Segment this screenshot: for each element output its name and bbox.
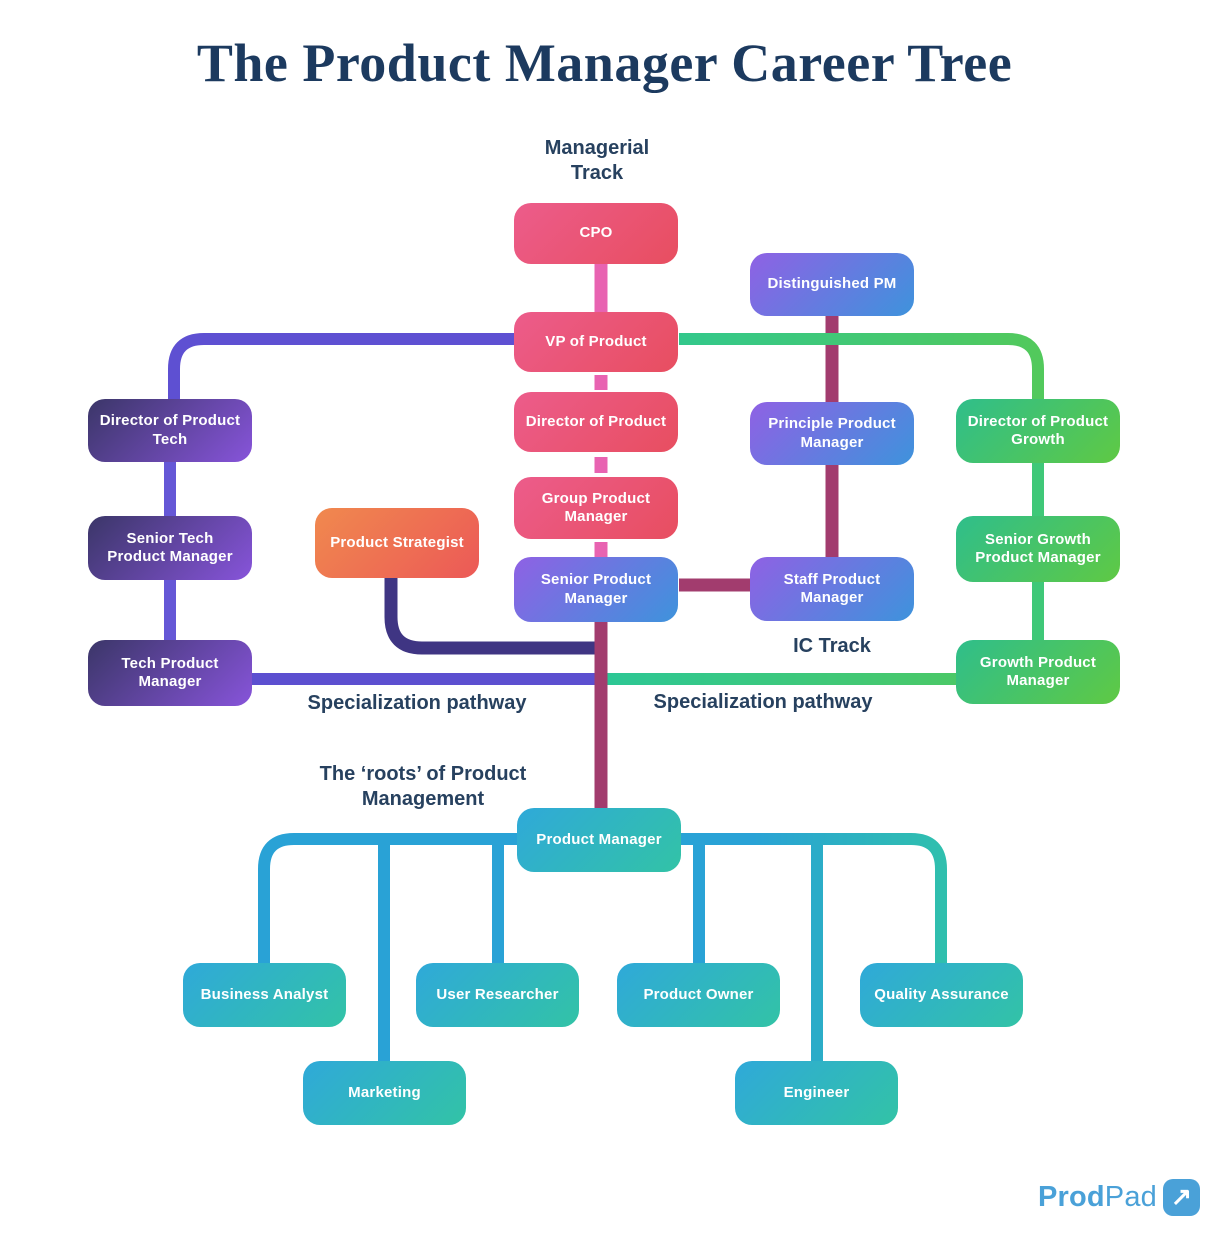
- node-director-of-product-tech: Director of Product Tech: [88, 399, 252, 462]
- arrow-up-right-icon: ↗: [1163, 1178, 1200, 1216]
- logo-prod-text: Prod: [1037, 1180, 1105, 1213]
- node-group-product-manager: Group Product Manager: [514, 477, 678, 539]
- node-distinguished-pm: Distinguished PM: [750, 253, 914, 316]
- specialization-pathway-right-label: Specialization pathway: [653, 691, 873, 713]
- specialization-pathway-left-label: Specialization pathway: [307, 692, 527, 714]
- node-product-manager: Product Manager: [517, 808, 681, 872]
- node-engineer: Engineer: [735, 1061, 898, 1125]
- prodpad-logo: ProdPad ↗: [1020, 1176, 1200, 1218]
- node-director-of-product: Director of Product: [514, 392, 678, 452]
- page-title: The Product Manager Career Tree: [196, 33, 1013, 93]
- roots-label: The ‘roots’ of Product Management: [319, 763, 527, 810]
- connector-strategist: [384, 576, 596, 655]
- connector-vp-tech-branch: [168, 333, 515, 401]
- node-user-researcher: User Researcher: [416, 963, 579, 1027]
- logo-pad-text: Pad: [1104, 1180, 1157, 1213]
- connector-vp-growth-branch: [679, 333, 1044, 401]
- prodpad-wordmark: ProdPad: [1038, 1181, 1157, 1214]
- arrow-glyph: ↗: [1171, 1182, 1192, 1211]
- node-senior-product-manager: Senior Product Manager: [514, 557, 678, 622]
- node-senior-tech-product-manager: Senior Tech Product Manager: [88, 516, 252, 580]
- node-senior-growth-product-manager: Senior Growth Product Manager: [956, 516, 1120, 582]
- node-marketing: Marketing: [303, 1061, 466, 1125]
- node-vp-of-product: VP of Product: [514, 312, 678, 372]
- managerial-track-label: Managerial Track: [544, 137, 650, 184]
- node-product-owner: Product Owner: [617, 963, 780, 1027]
- node-cpo: CPO: [514, 203, 678, 264]
- node-quality-assurance: Quality Assurance: [860, 963, 1023, 1027]
- node-business-analyst: Business Analyst: [183, 963, 346, 1027]
- node-tech-product-manager: Tech Product Manager: [88, 640, 252, 706]
- node-growth-product-manager: Growth Product Manager: [956, 640, 1120, 704]
- ic-track-label: IC Track: [793, 635, 871, 657]
- node-staff-product-manager: Staff Product Manager: [750, 557, 914, 621]
- node-director-of-product-growth: Director of Product Growth: [956, 399, 1120, 463]
- node-product-strategist: Product Strategist: [315, 508, 479, 578]
- node-principle-product-manager: Principle Product Manager: [750, 402, 914, 465]
